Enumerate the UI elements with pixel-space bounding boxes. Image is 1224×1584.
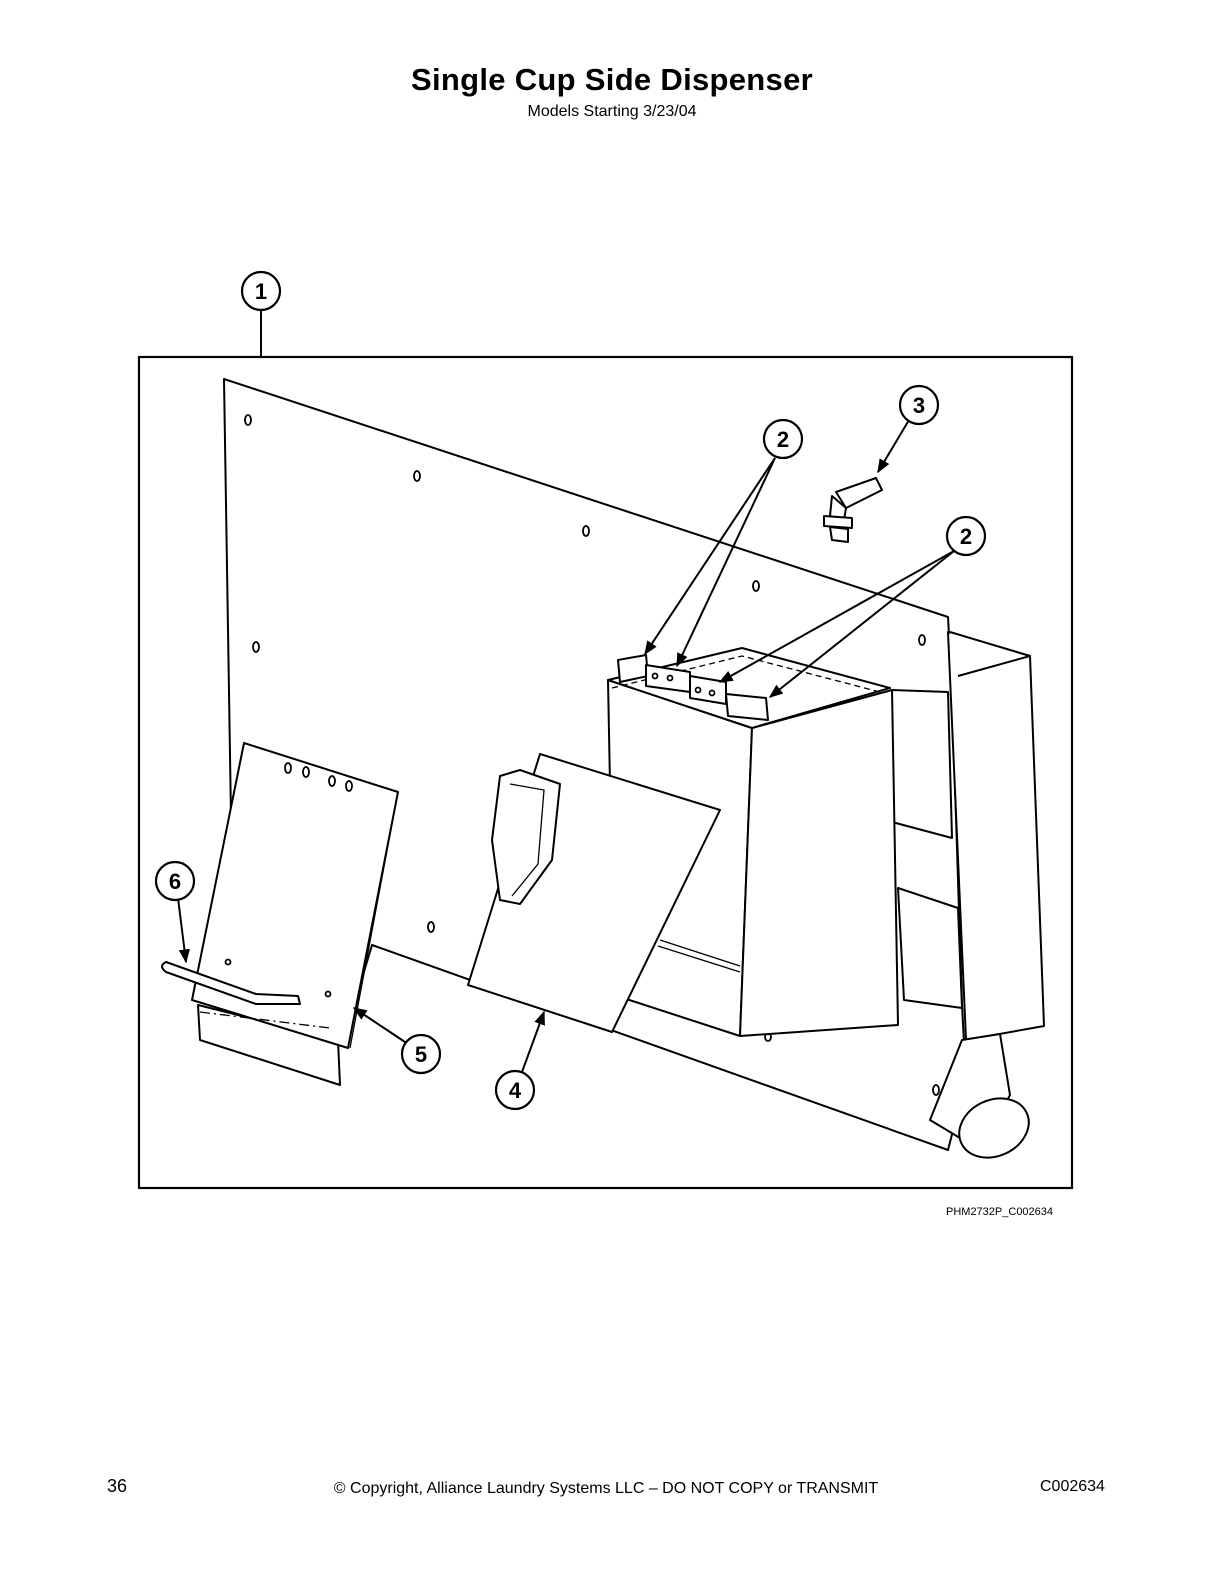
callout-label: 3 [913,393,925,418]
deflector-plate [191,742,399,1086]
callout-label: 6 [169,869,181,894]
page-title: Single Cup Side Dispenser [411,62,813,97]
mounting-hole [413,470,421,482]
callout-1: 1 [240,270,282,312]
mounting-hole [582,525,590,537]
mounting-hole [932,1084,940,1096]
callout-label: 5 [415,1042,427,1067]
mounting-hole [244,414,252,426]
callout-label: 1 [255,279,267,304]
diagram-frame [137,355,1074,1190]
callout-2a: 2 [762,418,804,460]
callout-2b: 2 [945,515,987,557]
leader-lines [177,419,955,1073]
callout-label: 2 [960,524,972,549]
mounting-hole [427,921,435,933]
support-rod [161,961,301,1005]
page-subtitle: Models Starting 3/23/04 [527,103,697,120]
callout-label: 2 [777,427,789,452]
hinge-parts [617,654,769,721]
callout-3: 3 [898,384,940,426]
callout-label: 4 [509,1078,522,1103]
mounting-hole [918,634,926,646]
callout-6: 6 [154,860,196,902]
copyright-notice: © Copyright, Alliance Laundry Systems LL… [333,1480,879,1497]
document-code: C002634 [1040,1478,1105,1495]
callout-4: 4 [494,1069,536,1111]
dispenser-cover [467,753,721,1033]
mounting-hole [752,580,760,592]
dispenser-housing [929,631,1045,1159]
mounting-hole [252,641,260,653]
drawing-id: PHM2732P_C002634 [946,1206,1054,1218]
page-number: 36 [107,1476,128,1496]
callout-5: 5 [400,1033,442,1075]
elbow-fitting [823,477,883,543]
